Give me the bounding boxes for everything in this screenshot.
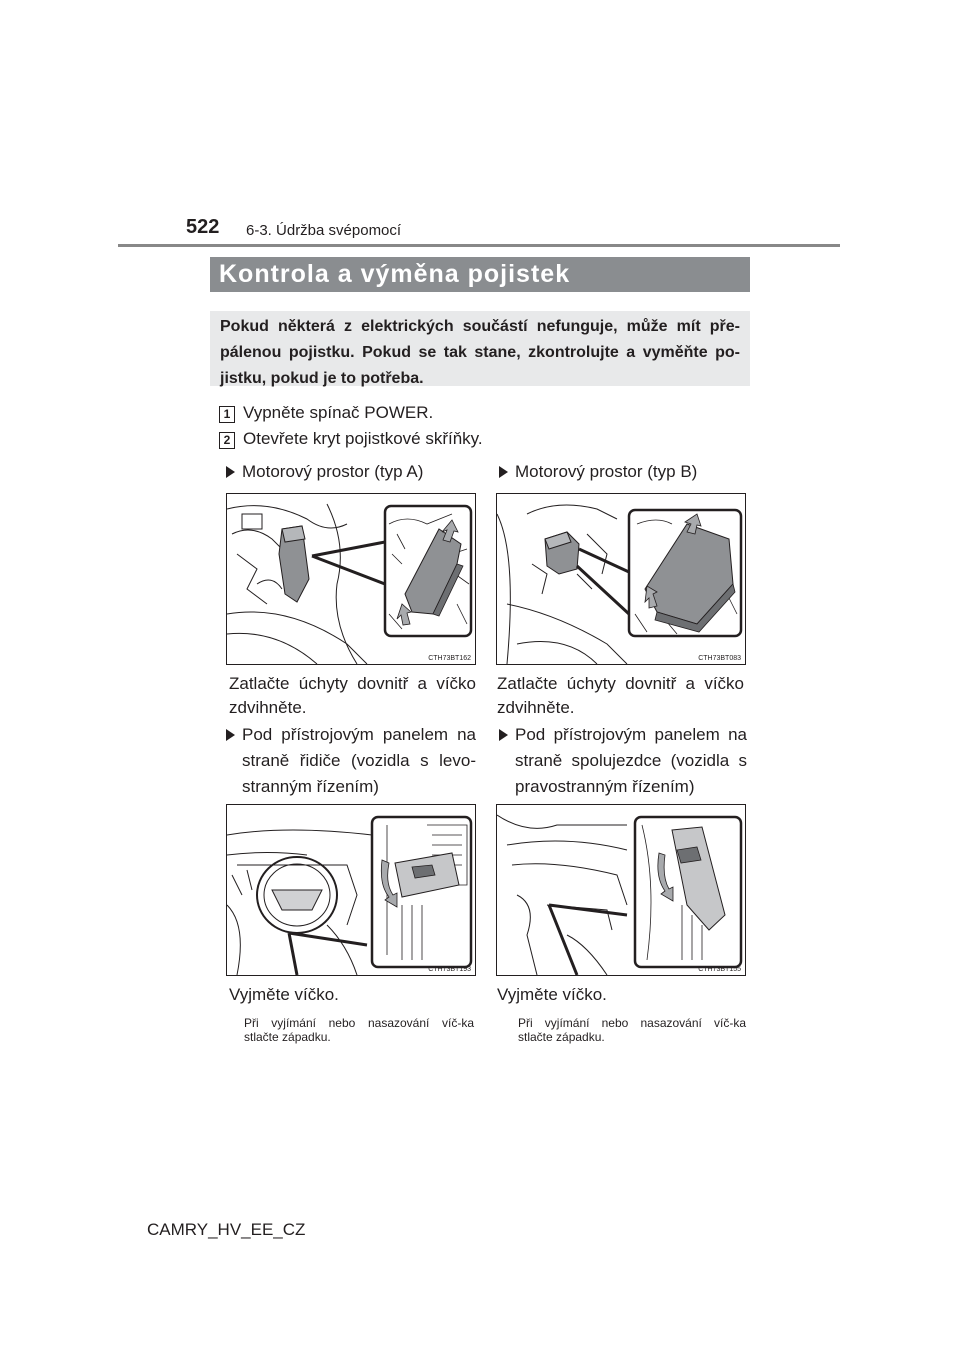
left-instruction-2: Vyjměte víčko. (229, 985, 339, 1004)
figure-engine-type-a: CTH73BT162 (226, 493, 476, 665)
figure-dash-driver-side: CTH73BT193 (226, 804, 476, 976)
left-heading: Motorový prostor (typ A) (226, 459, 476, 485)
bullet-triangle-icon (226, 729, 235, 741)
figure-dash-passenger-side: CTH73BT155 (496, 804, 746, 976)
right-subheading: Pod přístrojovým panelem na straně spolu… (499, 722, 747, 800)
section-header: 6-3. Údržba svépomocí (246, 222, 402, 239)
step-number-2: 2 (219, 432, 235, 449)
figure-code: CTH73BT193 (428, 966, 471, 973)
right-instruction: Zatlačte úchyty dovnitř a víčko zdvihnět… (497, 674, 744, 717)
right-note: Při vyjímání nebo nasazování víč-ka stla… (518, 1016, 746, 1044)
dashboard-illustration (497, 814, 743, 975)
step-number-1: 1 (219, 406, 235, 423)
figure-engine-type-b: CTH73BT083 (496, 493, 746, 665)
header-divider (118, 244, 840, 247)
right-heading: Motorový prostor (typ B) (499, 459, 749, 485)
intro-box: Pokud některá z elektrických součástí ne… (210, 311, 750, 387)
page-number: 522 (186, 216, 220, 238)
right-subheading-text: Pod přístrojovým panelem na straně spolu… (515, 725, 747, 796)
right-heading-text: Motorový prostor (typ B) (515, 462, 698, 481)
page-title: Kontrola a výměna pojistek (210, 257, 750, 292)
left-heading-text: Motorový prostor (typ A) (242, 462, 424, 481)
figure-code: CTH73BT162 (428, 655, 471, 662)
bullet-triangle-icon (499, 729, 508, 741)
bullet-triangle-icon (226, 466, 235, 478)
bullet-triangle-icon (499, 466, 508, 478)
figure-code: CTH73BT155 (698, 966, 741, 973)
left-note: Při vyjímání nebo nasazování víč-ka stla… (244, 1016, 474, 1044)
step-text-1: Vypněte spínač POWER. (243, 403, 434, 422)
figure-code: CTH73BT083 (698, 655, 741, 662)
left-subheading-text: Pod přístrojovým panelem na straně řidič… (242, 725, 476, 796)
left-instruction: Zatlačte úchyty dovnitř a víčko zdvihnět… (229, 674, 476, 717)
left-subheading: Pod přístrojovým panelem na straně řidič… (226, 722, 476, 800)
dashboard-illustration (227, 815, 473, 975)
right-instruction-2: Vyjměte víčko. (497, 985, 607, 1004)
footer-model-code: CAMRY_HV_EE_CZ (147, 1220, 306, 1239)
engine-bay-illustration (497, 504, 743, 664)
step-text-2: Otevřete kryt pojistkové skříňky. (243, 429, 483, 448)
engine-bay-illustration (227, 503, 473, 664)
